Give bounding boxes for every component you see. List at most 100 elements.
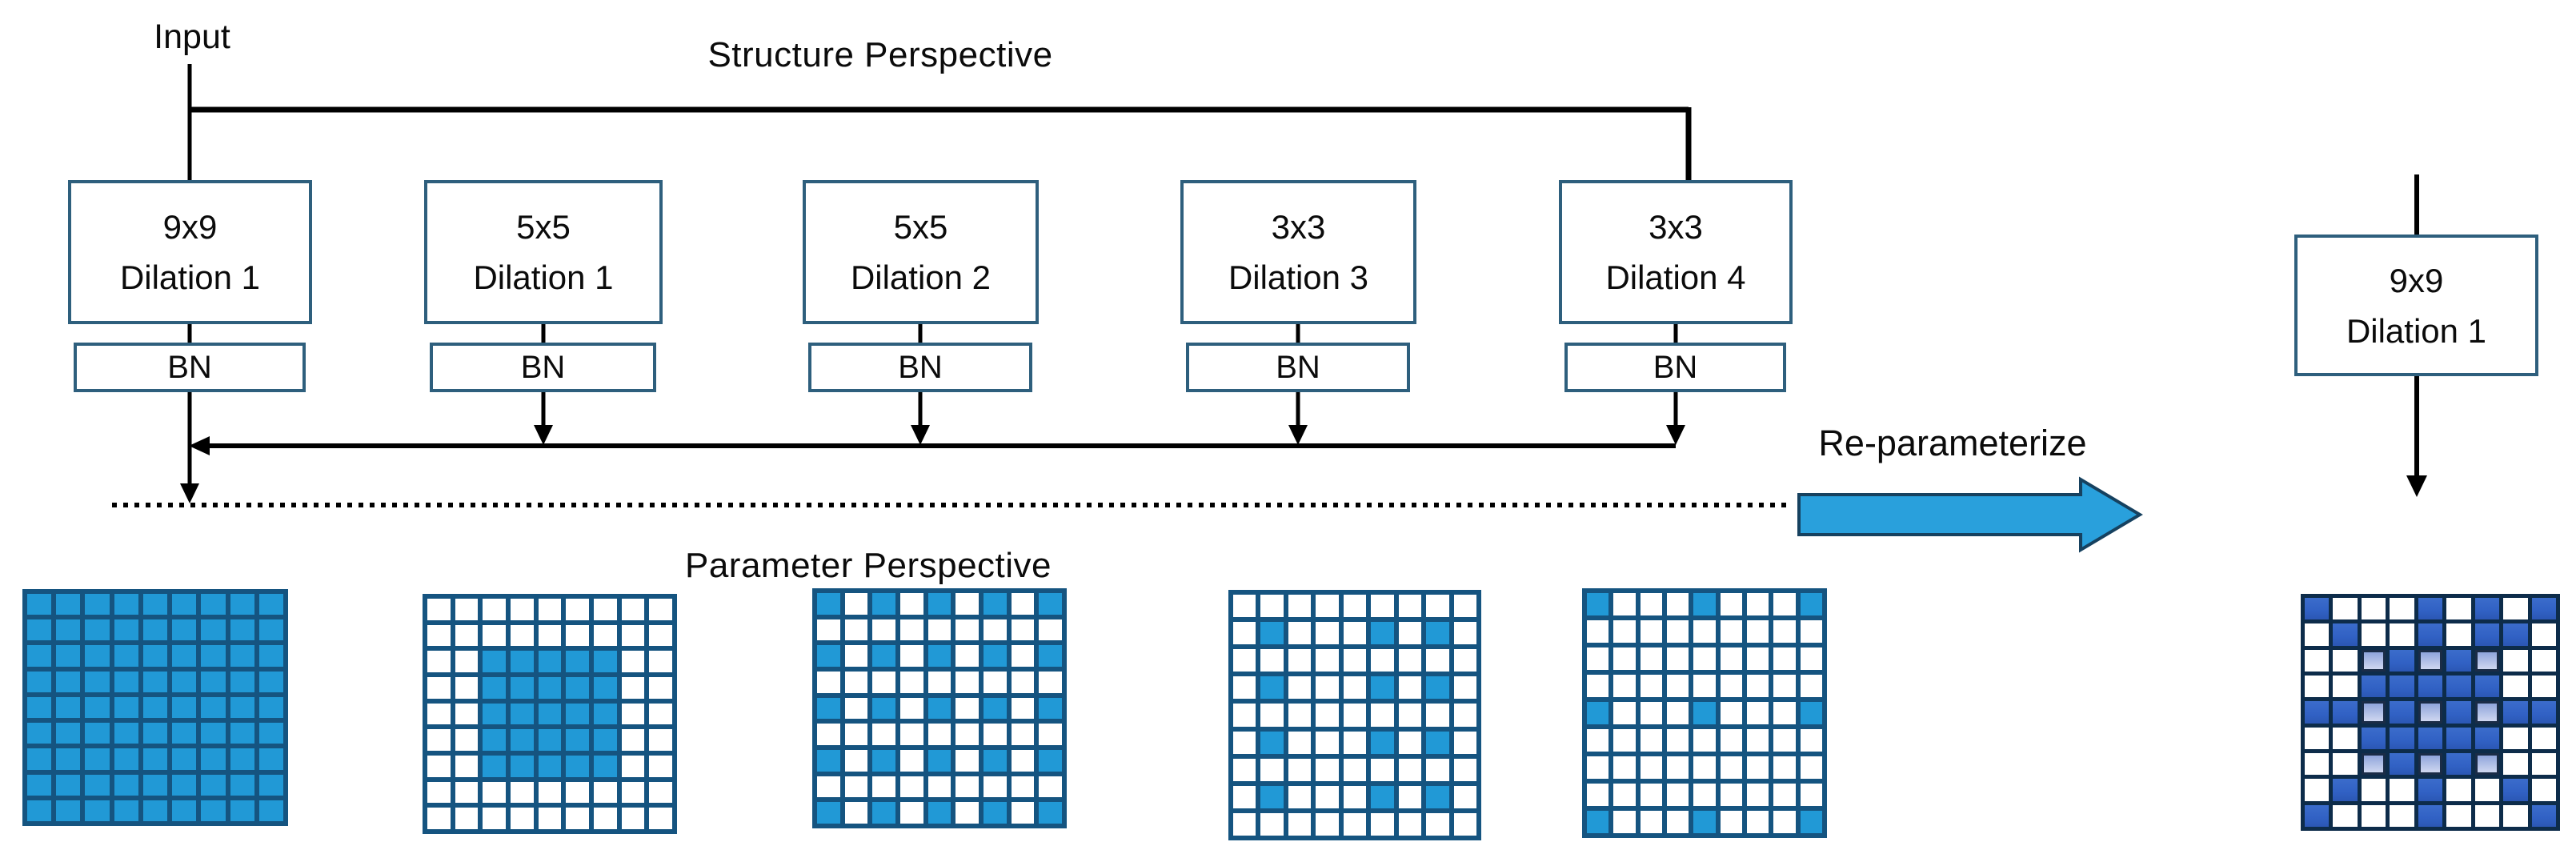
- down-arrowhead-branch2: [534, 425, 553, 445]
- kernel-cell: [2446, 649, 2471, 672]
- kernel-cell: [455, 781, 479, 804]
- kernel-cell: [927, 776, 951, 798]
- kernel-cell: [455, 808, 479, 829]
- kernel-cell: [258, 774, 283, 796]
- kernel-cell: [1371, 785, 1394, 808]
- kernel-cell: [817, 776, 840, 798]
- kernel-cell: [1343, 595, 1367, 618]
- kernel-cell: [455, 755, 479, 777]
- kernel-cell: [1587, 702, 1609, 724]
- kernel-cell: [1398, 622, 1422, 645]
- kernel-cell: [955, 645, 979, 667]
- kernel-cell: [1288, 758, 1312, 781]
- kernel-cell: [1039, 645, 1062, 667]
- kernel-cell: [1693, 648, 1716, 670]
- kernel-cell: [510, 808, 534, 829]
- kernel-cell: [1260, 812, 1284, 836]
- kernel-cell: [899, 671, 923, 693]
- kernel-cell: [899, 619, 923, 641]
- kernel-cell: [1039, 619, 1062, 641]
- kernel-cell: [114, 800, 138, 821]
- kernel-cell: [1693, 811, 1716, 833]
- bn-label: BN: [1653, 349, 1698, 385]
- kernel-cell: [230, 748, 254, 770]
- kernel-cell: [1800, 784, 1822, 806]
- kernel-cell: [1398, 731, 1422, 754]
- kernel-cell: [2305, 779, 2330, 801]
- kernel-cell: [1316, 785, 1339, 808]
- kernel-cell: [2503, 804, 2528, 827]
- kernel-cell: [593, 703, 617, 725]
- kernel-cell: [1800, 756, 1822, 779]
- kernel-cell: [1640, 811, 1662, 833]
- kernel-cell: [1039, 697, 1062, 720]
- kernel-cell: [2503, 649, 2528, 672]
- conv-dilation-label: Dilation 4: [1605, 259, 1746, 296]
- kernel-cell: [27, 594, 52, 615]
- kernel-cell: [2305, 753, 2330, 776]
- kernel-cell: [1316, 704, 1339, 727]
- kernel-cell: [1773, 756, 1796, 779]
- kernel-cell: [872, 593, 895, 615]
- kernel-cell: [483, 599, 506, 620]
- down-arrowhead-branch3: [911, 425, 930, 445]
- kernel-cell: [927, 724, 951, 745]
- kernel-cell: [1453, 785, 1476, 808]
- kernel-cell: [1316, 622, 1339, 645]
- kernel-cell: [172, 774, 197, 796]
- kernel-cell: [1316, 731, 1339, 754]
- kernel-cell: [1693, 620, 1716, 643]
- kernel-cell: [817, 593, 840, 615]
- kernel-cell: [201, 800, 226, 821]
- kernel-cell: [566, 651, 589, 672]
- kernel-cell: [2418, 676, 2443, 698]
- kernel-cell: [1039, 776, 1062, 798]
- kernel-cell: [201, 723, 226, 744]
- kernel-cell: [510, 755, 534, 777]
- conv-dilation-label: Dilation 1: [119, 259, 261, 296]
- kernel-cell: [230, 696, 254, 719]
- kernel-cell: [510, 624, 534, 647]
- kernel-cell: [2390, 753, 2414, 776]
- kernel-cell: [258, 800, 283, 821]
- kernel-cell: [201, 696, 226, 719]
- reparameterize-label: Re-parameterize: [1818, 423, 2087, 463]
- kernel-cell: [1640, 729, 1662, 752]
- kernel-cell: [258, 723, 283, 744]
- kernel-cell: [844, 776, 868, 798]
- kernel-cell: [2474, 727, 2500, 749]
- kernel-cell: [1426, 649, 1449, 672]
- structure-perspective-title: Structure Perspective: [707, 35, 1053, 74]
- kernel-cell: [2474, 804, 2500, 827]
- kernel-cell: [2361, 779, 2386, 801]
- kernel-cell: [2390, 779, 2414, 801]
- kernel-grid-branch-4: [1228, 590, 1481, 840]
- kernel-cell: [1693, 784, 1716, 806]
- kernel-cell: [955, 671, 979, 693]
- kernel-cell: [1426, 676, 1449, 700]
- kernel-cell: [1039, 802, 1062, 824]
- kernel-cell: [2503, 598, 2528, 620]
- kernel-cell: [1371, 704, 1394, 727]
- kernel-cell: [114, 748, 138, 770]
- kernel-cell: [2474, 701, 2500, 724]
- kernel-cell: [258, 671, 283, 692]
- kernel-cell: [85, 594, 110, 615]
- kernel-cell: [1398, 704, 1422, 727]
- kernel-cell: [427, 676, 451, 699]
- kernel-cell: [85, 800, 110, 821]
- kernel-cell: [230, 594, 254, 615]
- kernel-cell: [1371, 758, 1394, 781]
- kernel-cell: [1640, 675, 1662, 697]
- kernel-cell: [1613, 675, 1636, 697]
- kernel-cell: [2333, 804, 2358, 827]
- kernel-cell: [1773, 702, 1796, 724]
- kernel-cell: [1720, 784, 1742, 806]
- kernel-cell: [649, 781, 672, 804]
- kernel-cell: [1640, 620, 1662, 643]
- kernel-cell: [1587, 675, 1609, 697]
- kernel-cell: [2418, 779, 2443, 801]
- kernel-cell: [2474, 623, 2500, 646]
- kernel-cell: [1747, 675, 1769, 697]
